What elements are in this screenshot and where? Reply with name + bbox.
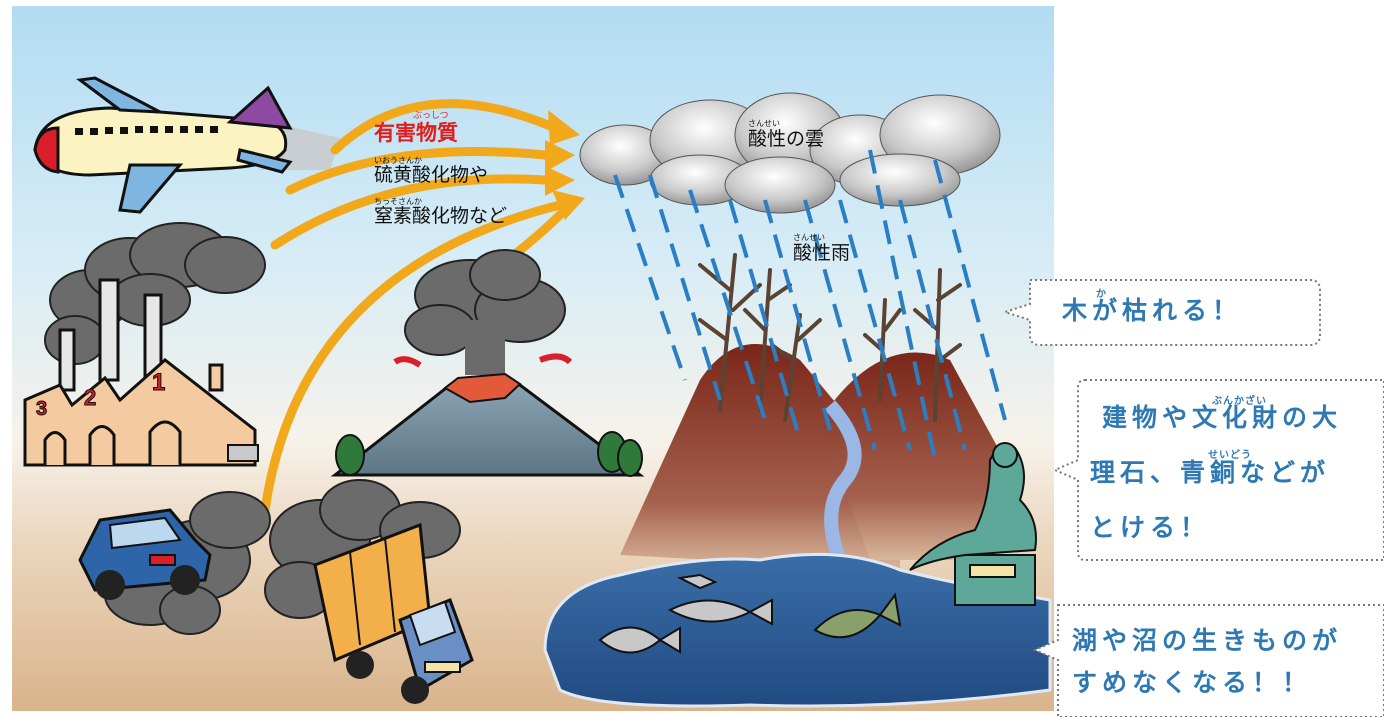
car bbox=[78, 491, 271, 635]
callout-buildings-line1: 建物や文化財の大 bbox=[1102, 403, 1343, 432]
acid-rain bbox=[613, 149, 1007, 461]
callout-lakes-line2: すめなくなる！！ bbox=[1072, 668, 1313, 697]
callout-buildings-line3: とける！ bbox=[1090, 513, 1211, 542]
callout-bubble-lakes bbox=[1032, 604, 1384, 717]
acid-cloud-ruby: さんせい bbox=[748, 119, 780, 128]
fish bbox=[598, 573, 902, 654]
acid-rain-label: 酸性雨 bbox=[793, 242, 851, 264]
harmful-substances-ruby: ぶっしつ bbox=[413, 111, 449, 121]
callout-lakes-line1: 湖や沼の生きものが bbox=[1072, 626, 1343, 655]
callout-buildings-ruby2: せいどう bbox=[1208, 450, 1252, 461]
volcano-trees bbox=[335, 431, 643, 477]
factory-number-3: 3 bbox=[36, 398, 47, 420]
callout-buildings-line2: 理石、青銅などが bbox=[1090, 458, 1331, 487]
sulfur-oxides-ruby: いおうさんか bbox=[374, 156, 422, 165]
acid-rain-ruby: さんせい bbox=[793, 233, 825, 242]
airplane bbox=[33, 76, 340, 214]
acid-clouds bbox=[579, 92, 1001, 214]
truck bbox=[264, 479, 474, 704]
factory: 1 2 3 bbox=[23, 222, 266, 467]
nitrogen-oxides-ruby: ちっそさんか bbox=[374, 197, 422, 206]
mermaid-statue bbox=[909, 442, 1037, 606]
callout-trees-ruby: か bbox=[1096, 289, 1107, 300]
harmful-substances-label: 有害物質 bbox=[374, 121, 458, 145]
callout-buildings-ruby1: ぶんかざい bbox=[1212, 396, 1267, 407]
acid-cloud-label: 酸性の雲 bbox=[748, 128, 825, 150]
nitrogen-oxides-label: 窒素酸化物など bbox=[374, 205, 508, 227]
factory-number-2: 2 bbox=[84, 385, 96, 410]
callout-bubble-trees bbox=[1001, 279, 1321, 346]
lake bbox=[543, 552, 1052, 708]
mountains bbox=[620, 344, 1010, 570]
sulfur-oxides-label: 硫黄酸化物や bbox=[374, 164, 489, 186]
pollution-arrows bbox=[260, 99, 570, 515]
callout-trees-text: 木が枯れる！ bbox=[1062, 296, 1243, 325]
callout-bubble-buildings bbox=[1052, 379, 1384, 561]
volcano bbox=[330, 249, 645, 477]
factory-number-1: 1 bbox=[152, 369, 165, 396]
